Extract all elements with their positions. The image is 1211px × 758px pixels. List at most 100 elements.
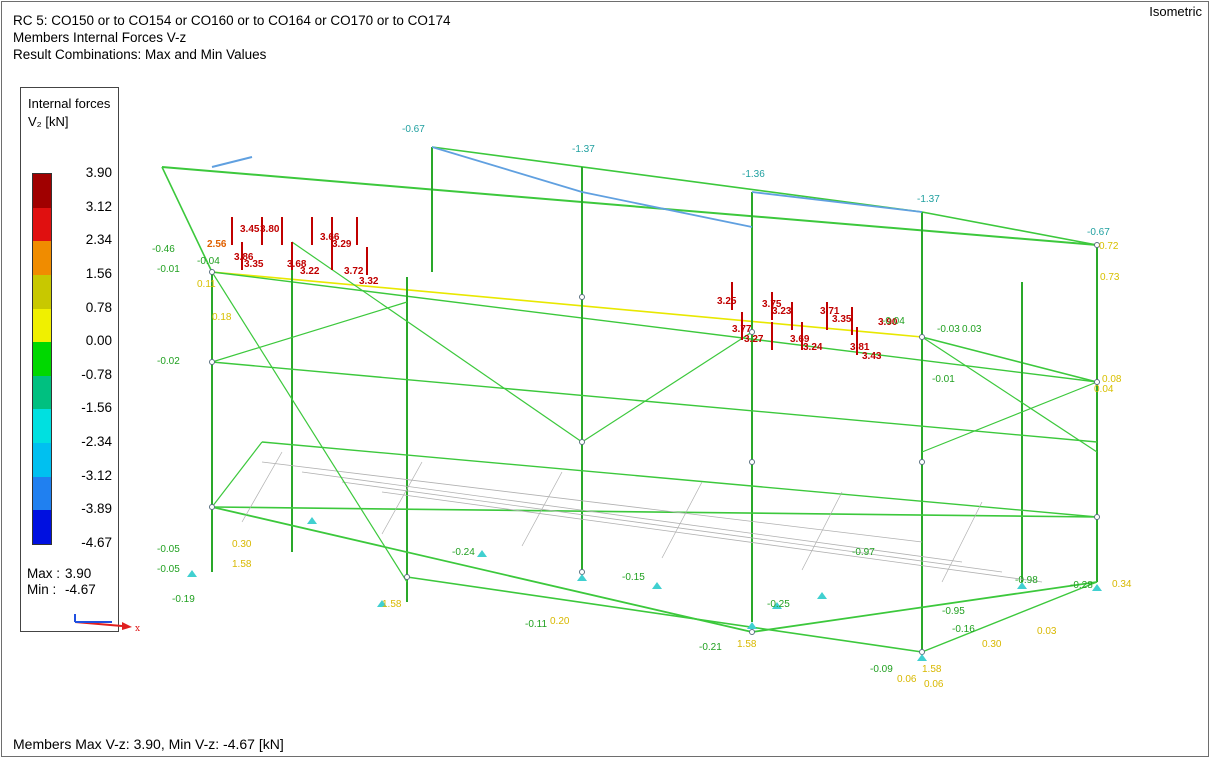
node-marker [919, 649, 925, 655]
red-value-label: 3.80 [260, 224, 280, 235]
frame-member [211, 361, 1098, 443]
legend-color-scale [32, 173, 52, 545]
mid-value-label: -0.04 [197, 256, 220, 267]
top-value-label: -0.67 [402, 124, 425, 135]
mid-value-label: -0.46 [152, 244, 175, 255]
bottom-value-label: -0.05 [157, 544, 180, 555]
bottom-value-label: -0.15 [622, 572, 645, 583]
bottom-value-label: 0.06 [924, 679, 944, 690]
legend-max-label: Max : [27, 566, 61, 581]
node-marker [749, 629, 755, 635]
bottom-value-label: -0.11 [525, 619, 547, 630]
brace-member [921, 381, 1098, 453]
legend-swatch [33, 375, 51, 410]
top-value-label: -1.37 [917, 194, 940, 205]
mid-value-label: 0.11 [197, 279, 216, 290]
bottom-value-label: 0.20 [550, 616, 570, 627]
frame-member [751, 581, 1098, 633]
frame-member [261, 441, 1098, 518]
mid-value-label: -0.01 [932, 374, 955, 385]
frame-member [921, 211, 1098, 246]
red-value-label: 3.45 [240, 224, 260, 235]
legend-value: 0.00 [85, 333, 112, 349]
legend-value: 0.78 [85, 299, 112, 315]
legend-value: -4.67 [81, 535, 112, 550]
mid-value-label: -0.02 [157, 356, 180, 367]
legend-swatch [33, 510, 51, 545]
red-value-label: 3.24 [803, 342, 823, 353]
legend-value: -0.78 [81, 366, 112, 382]
mid-value-label: 0.18 [212, 312, 232, 323]
legend-swatch [33, 443, 51, 478]
red-value-label: 3.68 [287, 259, 307, 270]
frame-member [211, 271, 1098, 383]
legend-value: -3.12 [81, 467, 112, 483]
legend-swatch [33, 476, 51, 511]
node-marker [749, 459, 755, 465]
red-value-label: 3.35 [244, 259, 264, 270]
red-value-label: 3.75 [762, 299, 782, 310]
legend-value: -2.34 [81, 434, 112, 450]
node-marker [1094, 242, 1100, 248]
support-icon [1017, 582, 1027, 589]
axis-triad-icon: x [74, 614, 140, 634]
brace-member [291, 241, 583, 443]
bottom-value-label: -0.98 [1015, 575, 1038, 586]
red-value-label: 3.72 [344, 266, 364, 277]
legend-value: 3.90 [85, 165, 112, 180]
bottom-value-label: 1.58 [922, 664, 942, 675]
support-icon [377, 600, 387, 607]
red-value-label: 3.90 [878, 317, 898, 328]
mid-value-label: -0.03 [937, 324, 960, 335]
bottom-value-label: -0.16 [952, 624, 975, 635]
top-value-label: 0.72 [1099, 241, 1119, 252]
node-marker [1094, 514, 1100, 520]
slab-grid [801, 491, 843, 571]
support-icon [747, 622, 757, 629]
red-value-label: 3.29 [332, 239, 352, 250]
node-marker [579, 294, 585, 300]
red-value-label: 3.35 [832, 314, 852, 325]
legend-swatch [33, 342, 51, 377]
mid-value-label: 0.73 [1100, 272, 1120, 283]
frame-member [261, 461, 923, 543]
mid-value-label: 0.04 [1094, 384, 1114, 395]
bottom-value-label: -0.97 [852, 547, 875, 558]
bottom-value-label: -0.95 [942, 606, 965, 617]
red-value-label: 3.32 [359, 276, 379, 287]
legend-value: -1.56 [81, 400, 112, 416]
bottom-value-label: -0.09 [870, 664, 893, 675]
bottom-value-label: -0.25 [767, 599, 790, 610]
legend-value: 3.12 [85, 198, 112, 214]
frame-member [211, 506, 1098, 518]
legend-title-line2: V₂ [kN] [28, 114, 69, 129]
bottom-value-label: -0.05 [157, 564, 180, 575]
frame-member [211, 301, 408, 363]
slab-grid [661, 481, 703, 559]
bottom-value-label: 0.03 [1037, 626, 1057, 637]
bottom-value-label: -0.28 [1070, 580, 1093, 591]
support-icon [187, 570, 197, 577]
red-value-label: 3.43 [862, 351, 882, 362]
top-value-label: -1.37 [572, 144, 595, 155]
slab-grid [241, 451, 283, 523]
red-value-label: 3.25 [717, 296, 737, 307]
frame-member [211, 441, 263, 508]
frame-member [301, 471, 963, 563]
legend-swatch [33, 308, 51, 343]
node-marker [919, 459, 925, 465]
node-marker [919, 334, 925, 340]
red-value-label: 3.66 [320, 232, 340, 243]
frame-member [341, 481, 1003, 573]
red-value-label: 3.81 [850, 342, 870, 353]
slab-grid [381, 461, 423, 535]
red-value-label: 2.56 [207, 239, 227, 250]
frame-member [211, 271, 923, 338]
legend-swatch [33, 241, 51, 276]
slab-grid [521, 471, 563, 547]
node-marker [749, 329, 755, 335]
shear-diagram-line [431, 146, 583, 193]
